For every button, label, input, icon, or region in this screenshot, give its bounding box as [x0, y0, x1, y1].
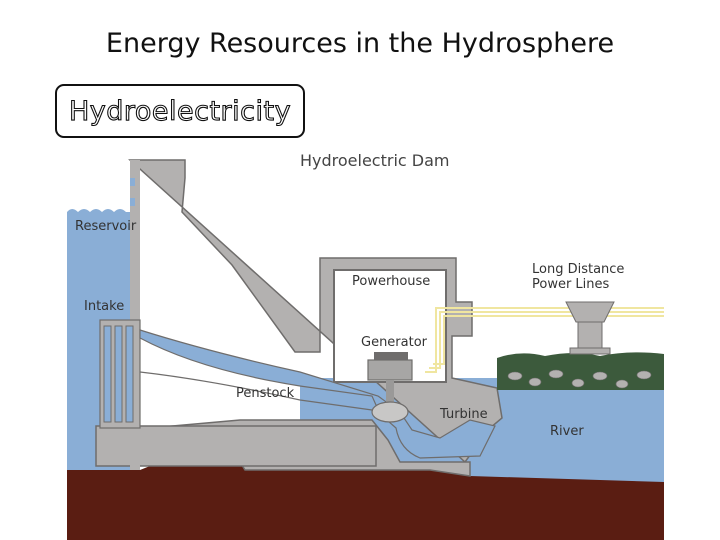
penstock-channel	[139, 329, 496, 459]
power-lines	[425, 307, 664, 373]
dam-base	[95, 425, 377, 467]
label-power-lines-2: Power Lines	[532, 277, 610, 292]
topic-box: Hydroelectricity	[55, 84, 305, 138]
label-generator: Generator	[361, 335, 428, 350]
slide-title: Energy Resources in the Hydrosphere	[105, 28, 615, 59]
label-powerhouse: Powerhouse	[352, 274, 430, 289]
intake-grille	[99, 319, 141, 429]
label-power-lines-1: Long Distance	[532, 262, 624, 277]
label-turbine: Turbine	[439, 407, 488, 422]
penstock-lower-wall	[139, 371, 373, 411]
dam-crest-notches	[130, 178, 135, 206]
transmission-tower	[565, 301, 615, 355]
label-reservoir: Reservoir	[75, 219, 137, 234]
label-river: River	[550, 424, 584, 439]
riverbank-stones	[507, 369, 652, 389]
diagram-title: Hydroelectric Dam	[300, 151, 450, 170]
turbine	[371, 401, 409, 423]
bedrock	[67, 462, 664, 540]
label-penstock: Penstock	[236, 386, 295, 401]
label-intake: Intake	[84, 299, 124, 314]
topic-label: Hydroelectricity	[68, 95, 292, 127]
generator	[367, 352, 413, 404]
